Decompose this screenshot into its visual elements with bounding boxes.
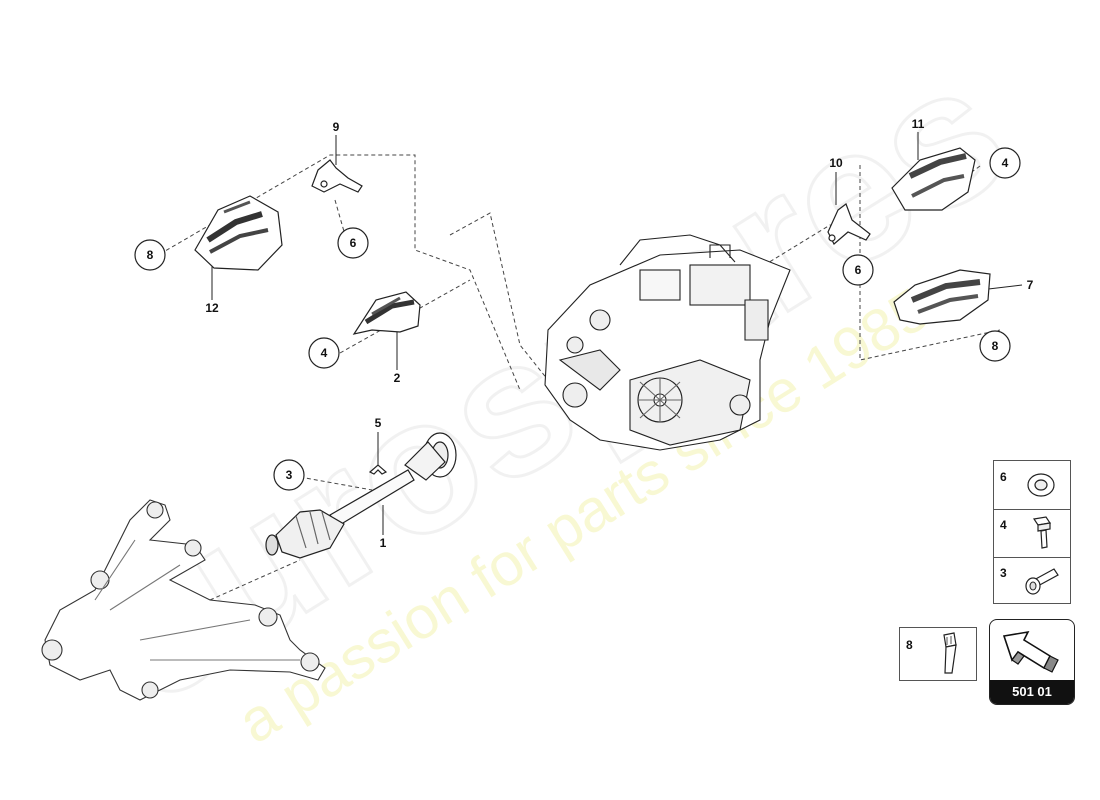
- callout-8-right: 8: [979, 330, 1011, 362]
- callout-8-right-number: 8: [992, 339, 999, 353]
- callout-7-number: 7: [1027, 278, 1034, 292]
- legend-row-3: 3: [994, 557, 1070, 604]
- callout-4-left: 4: [308, 337, 340, 369]
- bracket-9: [311, 159, 363, 193]
- callout-12: 12: [205, 301, 219, 315]
- callout-2: 2: [394, 371, 401, 385]
- heat-shield-12: [194, 195, 283, 271]
- legend-row-6: 6: [994, 461, 1070, 510]
- callout-1-number: 1: [380, 536, 387, 550]
- callout-3-number: 3: [286, 468, 293, 482]
- gearbox: [544, 234, 791, 451]
- suspension-assembly: [41, 499, 326, 701]
- legend-panel-8: 8: [899, 627, 977, 681]
- washer-icon: [1027, 473, 1055, 497]
- callout-11-number: 11: [912, 117, 925, 131]
- callout-9: 9: [333, 120, 340, 134]
- callout-8-left: 8: [134, 239, 166, 271]
- screw-icon: [1025, 568, 1059, 595]
- bolt-icon: [1032, 516, 1052, 549]
- callout-6-right-number: 6: [855, 263, 862, 277]
- callout-7: 7: [1027, 278, 1034, 292]
- callout-6-left-number: 6: [350, 236, 357, 250]
- legend-row-8-number: 8: [906, 638, 913, 652]
- callout-10: 10: [829, 156, 843, 170]
- callout-3: 3: [273, 459, 305, 491]
- leader-lines: [159, 154, 1001, 601]
- callout-12-number: 12: [205, 301, 219, 315]
- clip-5: [368, 464, 388, 475]
- page-code: 501 01: [990, 680, 1074, 704]
- callout-4-right: 4: [989, 147, 1021, 179]
- callout-2-number: 2: [394, 371, 401, 385]
- heat-shield-7: [893, 269, 991, 325]
- stud-bolt-icon: [943, 632, 957, 674]
- callout-4-left-number: 4: [321, 346, 328, 360]
- legend-panel: 6 4 3: [993, 460, 1071, 604]
- heat-shield-2: [352, 291, 421, 335]
- legend-row-6-number: 6: [1000, 470, 1007, 484]
- callout-5: 5: [375, 416, 382, 430]
- callout-11: 11: [912, 117, 925, 131]
- solid-leaders: [211, 132, 1023, 535]
- callout-1: 1: [380, 536, 387, 550]
- callout-6-left: 6: [337, 227, 369, 259]
- legend-row-4-number: 4: [1000, 518, 1007, 532]
- callout-8-left-number: 8: [147, 248, 154, 262]
- drive-shaft-1: [265, 432, 457, 559]
- callout-4-right-number: 4: [1002, 156, 1009, 170]
- arrow-icon: [1002, 630, 1059, 673]
- callout-9-number: 9: [333, 120, 340, 134]
- callout-6-right: 6: [842, 254, 874, 286]
- page-navigation-button[interactable]: 501 01: [989, 619, 1075, 705]
- legend-row-3-number: 3: [1000, 566, 1007, 580]
- callout-10-number: 10: [829, 156, 843, 170]
- bracket-10: [827, 203, 871, 245]
- callout-5-number: 5: [375, 416, 382, 430]
- heat-shield-11: [891, 147, 976, 211]
- legend-row-4: 4: [994, 509, 1070, 558]
